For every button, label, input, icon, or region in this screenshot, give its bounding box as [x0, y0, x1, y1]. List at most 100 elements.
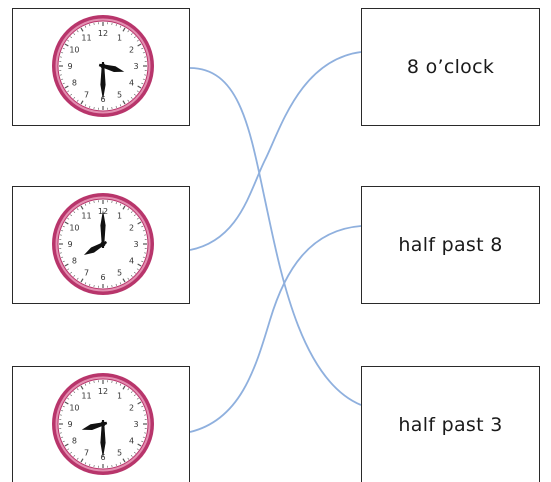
clock-tick — [84, 104, 87, 107]
clock-tick — [119, 25, 122, 28]
clock-tick — [127, 30, 130, 33]
clock-tick — [115, 105, 117, 108]
clock-center-pin — [100, 241, 106, 247]
clock-tick — [137, 221, 142, 225]
clock-tick — [115, 463, 117, 466]
clock-tick — [119, 462, 122, 465]
clock-tick — [119, 383, 122, 386]
time-label: half past 8 — [398, 234, 503, 256]
clock-tick — [122, 205, 126, 210]
clock-numeral: 2 — [129, 224, 134, 233]
clock-numeral: 10 — [69, 224, 79, 233]
clock-numeral: 8 — [72, 257, 77, 266]
clock-tick — [141, 405, 144, 408]
clock-tick — [141, 260, 144, 263]
clock-tick — [64, 43, 69, 47]
clock-tick — [76, 99, 79, 102]
clock-tick — [67, 217, 70, 220]
clock-tick — [80, 27, 84, 32]
clock-tick — [127, 208, 130, 211]
clock-tick — [136, 217, 139, 220]
minute-hand — [100, 420, 106, 458]
clock-tick — [130, 97, 133, 99]
clock-tick — [136, 90, 139, 93]
clock-tick — [73, 275, 76, 277]
clock-tick — [67, 90, 70, 93]
clock-box-2[interactable]: 121234567891011 — [12, 186, 190, 304]
clock-box-3[interactable]: 121234567891011 — [12, 366, 190, 482]
clock-tick — [137, 263, 142, 267]
clock-tick — [73, 33, 76, 35]
clock-tick — [64, 401, 69, 405]
clock-tick — [61, 52, 64, 54]
clock-tick — [141, 440, 144, 443]
clock-tick — [141, 225, 144, 228]
clock-numeral: 9 — [67, 420, 72, 429]
clock-numeral: 9 — [67, 62, 72, 71]
clock-tick — [119, 104, 122, 107]
match-line-clock2-8-oclock — [189, 51, 362, 251]
time-label: 8 o’clock — [406, 56, 495, 78]
clock-tick — [84, 462, 87, 465]
minute-hand — [100, 210, 106, 248]
clock-numeral: 9 — [67, 240, 72, 249]
clock-numeral: 5 — [117, 449, 122, 458]
clock-tick — [136, 397, 139, 400]
clock-tick — [122, 278, 126, 283]
clock-tick — [70, 394, 72, 397]
clock-numeral: 1 — [117, 211, 122, 220]
clock-numeral: 3 — [133, 240, 138, 249]
clock-tick — [89, 283, 91, 286]
label-box-half-past-8[interactable]: half past 8 — [361, 186, 540, 304]
match-line-clock1-half-past-3 — [189, 67, 362, 406]
clock-numeral: 7 — [84, 269, 89, 278]
clock-numeral: 12 — [98, 387, 108, 396]
clock-tick — [76, 30, 79, 33]
clock-tick — [127, 99, 130, 102]
clock-tick — [115, 283, 117, 286]
clock-center-pin — [100, 421, 106, 427]
clock-tick — [67, 397, 70, 400]
clock-tick — [80, 100, 84, 105]
clock-tick — [122, 27, 126, 32]
clock-tick — [142, 256, 145, 258]
clock-tick — [130, 455, 133, 457]
clock-tick — [122, 100, 126, 105]
clock-tick — [89, 24, 91, 27]
clock-tick — [80, 458, 84, 463]
clock-center-pin — [100, 63, 106, 69]
clock-tick — [67, 448, 70, 451]
clock-numeral: 7 — [84, 449, 89, 458]
clock-numeral: 11 — [81, 33, 91, 42]
clock-tick — [142, 230, 145, 232]
clock-tick — [142, 78, 145, 80]
clock-numeral: 2 — [129, 46, 134, 55]
clock-tick — [76, 388, 79, 391]
label-box-8-oclock[interactable]: 8 o’clock — [361, 8, 540, 126]
clock-box-1[interactable]: 121234567891011 — [12, 8, 190, 126]
minute-hand — [100, 62, 106, 100]
clock-tick — [62, 82, 65, 85]
clock-numeral: 3 — [133, 62, 138, 71]
clock-tick — [130, 211, 133, 213]
clock-tick — [62, 260, 65, 263]
clock-tick — [137, 443, 142, 447]
clock-tick — [64, 221, 69, 225]
clock-tick — [142, 436, 145, 438]
clock-tick — [130, 391, 133, 393]
clock-tick — [61, 410, 64, 412]
clock-numeral: 11 — [81, 391, 91, 400]
clock-tick — [89, 382, 91, 385]
clock-tick — [80, 205, 84, 210]
clock-numeral: 3 — [133, 420, 138, 429]
clock-tick — [127, 388, 130, 391]
clock-tick — [80, 278, 84, 283]
clock-tick — [136, 448, 139, 451]
clock-numeral: 5 — [117, 269, 122, 278]
clock-tick — [134, 93, 136, 96]
clock-tick — [70, 93, 72, 96]
clock-numeral: 10 — [69, 404, 79, 413]
clock-numeral: 4 — [129, 257, 134, 266]
label-box-half-past-3[interactable]: half past 3 — [361, 366, 540, 482]
clock-tick — [89, 463, 91, 466]
